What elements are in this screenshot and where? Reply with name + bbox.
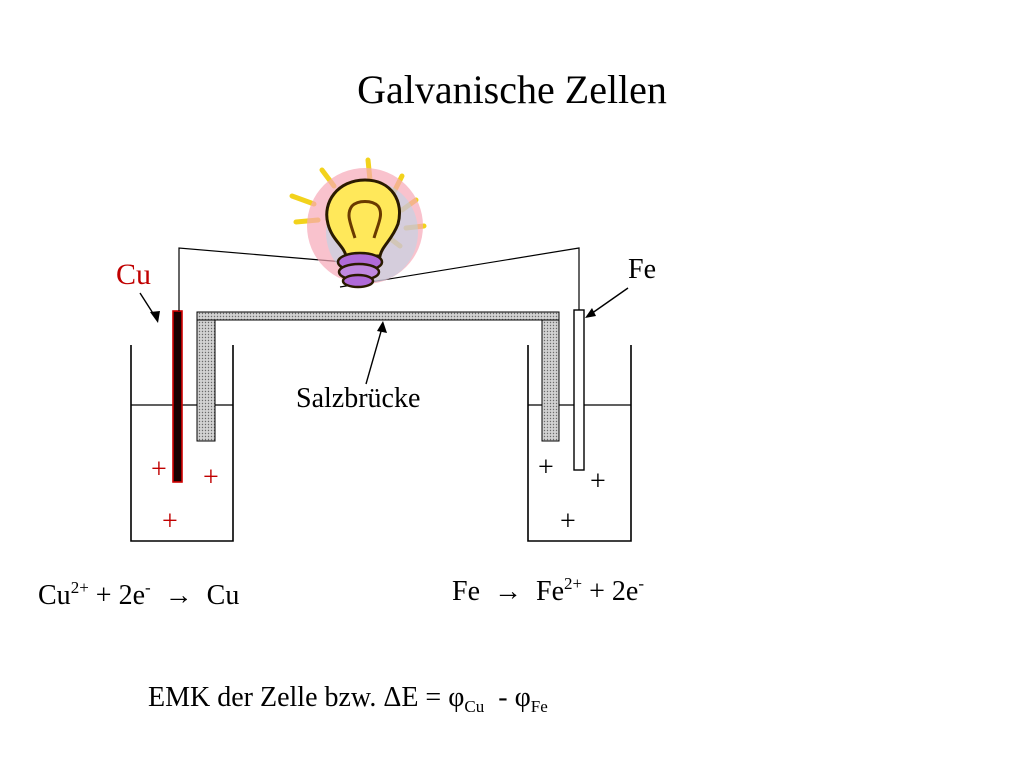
ion-plus-left-2: + xyxy=(203,462,219,493)
ion-plus-right-1: + xyxy=(538,452,554,483)
ion-plus-right-3: + xyxy=(560,506,576,537)
anode-reaction: Fe→Fe2+ + 2e- xyxy=(452,574,644,607)
iron-electrode xyxy=(573,309,585,471)
ion-plus-left-1: + xyxy=(151,454,167,485)
iron-label: Fe xyxy=(628,254,656,285)
reaction-arrow-icon: → xyxy=(494,576,522,607)
salt-bridge-pointer xyxy=(365,327,383,385)
light-bulb-icon xyxy=(289,157,427,289)
external-wire xyxy=(178,247,580,311)
cathode-reaction: Cu2+ + 2e-→Cu xyxy=(38,578,240,611)
salt-bridge xyxy=(196,311,560,442)
emk-equation: EMK der Zelle bzw. ΔE = φCu - φFe xyxy=(148,682,548,716)
page-title: Galvanische Zellen xyxy=(357,67,667,112)
ion-plus-left-3: + xyxy=(162,506,178,537)
reaction-arrow-icon: → xyxy=(164,580,193,611)
ion-plus-right-2: + xyxy=(590,466,606,497)
fe-pointer xyxy=(587,287,629,317)
copper-label: Cu xyxy=(116,258,152,291)
copper-electrode xyxy=(172,310,183,483)
salt-bridge-label: Salzbrücke xyxy=(296,383,421,414)
label-pointers xyxy=(139,287,629,385)
